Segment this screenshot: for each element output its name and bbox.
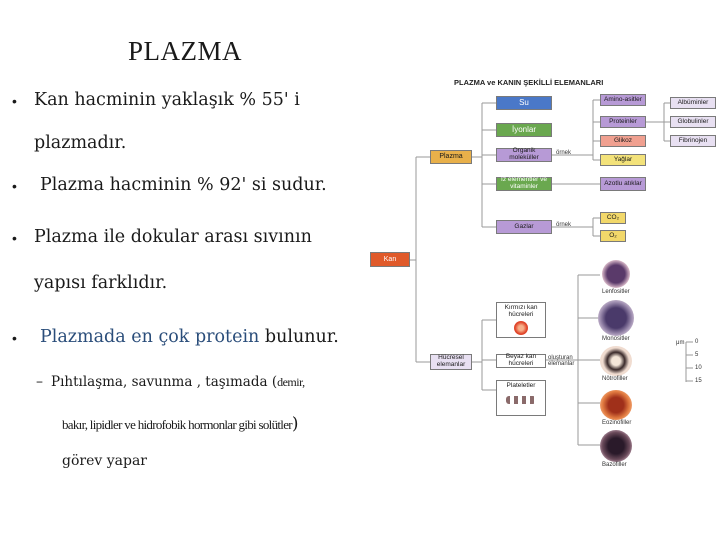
scale-tick-0: 0	[695, 339, 699, 345]
sub-bullet-line-3: görev yapar	[62, 453, 147, 469]
bullet-2-line-1: Plazma hacminin % 92' si sudur.	[40, 175, 327, 195]
eozinofiller-label: Eozinofiller	[602, 420, 632, 426]
proteinler-box: Proteinler	[600, 116, 646, 128]
iyonlar-box: İyonlar	[496, 123, 552, 137]
gazlar-box: Gazlar	[496, 220, 552, 234]
fibrinojen-box: Fibrinojen	[670, 135, 716, 147]
olusturan-label: oluşturan elemanlar	[548, 355, 575, 367]
bullet-4-line: Plazmada en çok protein bulunur.	[40, 327, 339, 347]
platelet-icon	[506, 395, 536, 404]
iz-box: İz elementler ve vitaminler	[496, 176, 552, 191]
eosinophil-icon	[600, 390, 632, 420]
page-title: PLAZMA	[128, 36, 243, 66]
lymphocyte-icon	[602, 260, 630, 288]
scale-tick-10: 10	[695, 365, 702, 371]
sub-bullet-part2: demir,	[277, 375, 305, 389]
scale-tick-15: 15	[695, 378, 702, 384]
sub-bullet-line-1: –Pıhtılaşma, savunma , taşımada (demir,	[36, 374, 305, 390]
bullet-1-line-2: plazmadır.	[34, 133, 127, 153]
lenfositler-label: Lenfositler	[602, 289, 630, 295]
bullet-4-highlight: Plazmada en çok protein	[40, 327, 260, 347]
plateletler-box: Plateletler	[496, 380, 546, 416]
plasma-diagram: PLAZMA ve KANIN ŞEKİLLİ ELEMANLARI Kan P…	[368, 70, 720, 490]
plazma-box: Plazma	[430, 150, 472, 164]
plateletler-label: Plateletler	[506, 382, 536, 389]
su-box: Su	[496, 96, 552, 110]
bullet-1-line-1: Kan hacminin yaklaşık % 55' i	[34, 90, 300, 110]
glikoz-box: Glikoz	[600, 135, 646, 147]
co2-box: CO₂	[600, 212, 626, 224]
bullet-dot: •	[12, 93, 17, 109]
o2-box: O₂	[600, 230, 626, 242]
sub-bullet-line-2: bakır, lipidler ve hidrofobik hormonlar …	[62, 414, 299, 434]
sub-bullet-part4: )	[291, 414, 299, 434]
bullet-dot: •	[12, 330, 17, 346]
scale-tick-5: 5	[695, 352, 699, 358]
kan-box: Kan	[370, 252, 410, 267]
bullet-dot: •	[12, 230, 17, 246]
hucresel-box: Hücresel elemanlar	[430, 354, 472, 370]
monocyte-icon	[598, 300, 634, 336]
yaglar-box: Yağlar	[600, 154, 646, 166]
rbc-icon	[514, 320, 528, 335]
bullet-3-line-2: yapısı farklıdır.	[34, 273, 168, 293]
beyaz-box: Beyaz kan hücreleri	[496, 353, 546, 368]
bazofiller-label: Bazofiller	[602, 462, 627, 468]
organik-box: Organik moleküller	[496, 147, 552, 162]
monositler-label: Monositler	[602, 336, 630, 342]
bullet-dot: •	[12, 178, 17, 194]
bullet-4-rest: bulunur.	[259, 327, 339, 347]
neutrophil-icon	[600, 346, 632, 376]
amino-box: Amino-asitler	[600, 94, 646, 106]
basophil-icon	[600, 430, 632, 462]
kirmizi-box: Kırmızı kan hücreleri	[496, 302, 546, 338]
ornek-label-1: örnek	[556, 150, 572, 156]
sub-bullet-dash: –	[36, 374, 43, 390]
notrofiller-label: Nötrofiller	[602, 376, 628, 382]
albuminler-box: Albüminler	[670, 97, 716, 109]
azotlu-box: Azotlu atıklar	[600, 177, 646, 191]
diagram-title: PLAZMA ve KANIN ŞEKİLLİ ELEMANLARI	[454, 78, 604, 87]
sub-bullet-part1: Pıhtılaşma, savunma , taşımada (	[51, 374, 278, 390]
kirmizi-label: Kırmızı kan hücreleri	[504, 304, 538, 318]
scale-unit: μm	[676, 340, 685, 346]
bullet-3-line-1: Plazma ile dokular arası sıvının	[34, 227, 312, 247]
ornek-label-2: örnek	[556, 222, 572, 228]
diagram-connectors	[410, 99, 693, 446]
globulinler-box: Globulinler	[670, 116, 716, 128]
sub-bullet-part3: bakır, lipidler ve hidrofobik hormonlar …	[62, 417, 293, 432]
